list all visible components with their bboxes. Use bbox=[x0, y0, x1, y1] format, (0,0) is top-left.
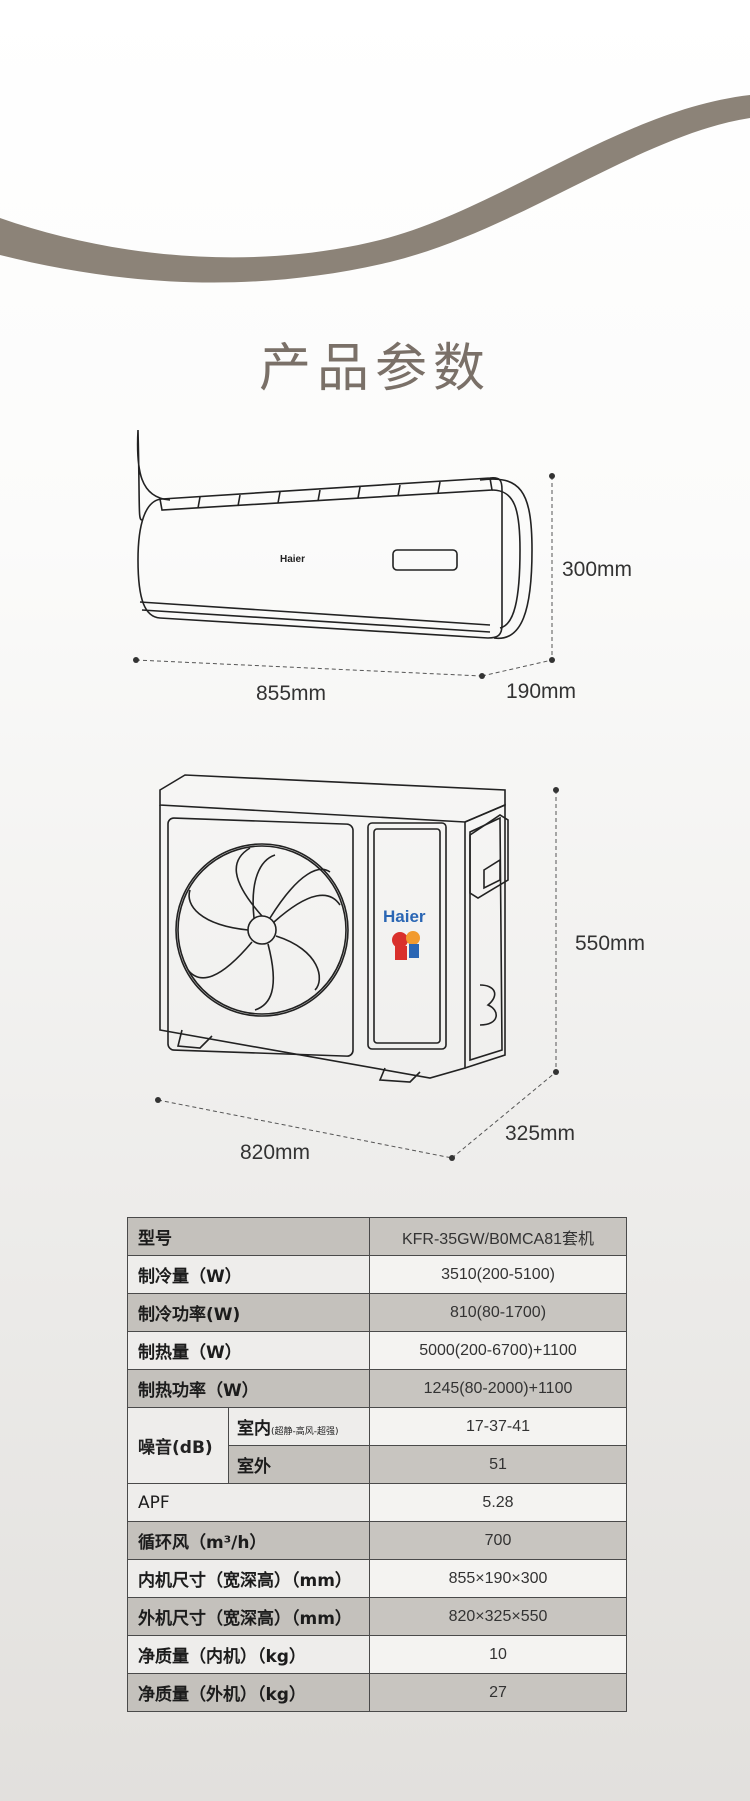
table-row: 型号 KFR-35GW/B0MCA81套机 bbox=[127, 1217, 627, 1256]
indoor-unit-drawing: Haier bbox=[133, 429, 555, 679]
spec-value-indoor-size: 855×190×300 bbox=[369, 1559, 627, 1598]
spec-label-noise: 噪音(dB) bbox=[127, 1407, 229, 1484]
spec-label-apf: APF bbox=[127, 1483, 370, 1522]
spec-value-heating-power: 1245(80-2000)+1100 bbox=[369, 1369, 627, 1408]
indoor-width-dim: 855mm bbox=[256, 682, 327, 705]
outdoor-depth-dim: 325mm bbox=[505, 1122, 576, 1145]
spec-value-indoor-weight: 10 bbox=[369, 1635, 627, 1674]
spec-value-noise-indoor: 17-37-41 bbox=[369, 1407, 627, 1446]
spec-label-indoor-weight: 净质量（内机）（kg） bbox=[127, 1635, 370, 1674]
spec-label-heating-power: 制热功率（W） bbox=[127, 1369, 370, 1408]
noise-indoor-label: 室内 bbox=[237, 1419, 271, 1439]
spec-label-cooling-power: 制冷功率(W) bbox=[127, 1293, 370, 1332]
table-row: 制冷量（W） 3510(200-5100) bbox=[127, 1255, 627, 1294]
mascot-icon bbox=[392, 931, 420, 960]
spec-label-airflow: 循环风（m³/h） bbox=[127, 1521, 370, 1560]
spec-table: 型号 KFR-35GW/B0MCA81套机 制冷量（W） 3510(200-51… bbox=[127, 1217, 627, 1712]
spec-label-model: 型号 bbox=[127, 1217, 370, 1256]
outdoor-height-dim: 550mm bbox=[575, 932, 646, 955]
spec-label-noise-outdoor: 室外 bbox=[228, 1445, 370, 1484]
spec-value-heating: 5000(200-6700)+1100 bbox=[369, 1331, 627, 1370]
spec-label-heating: 制热量（W） bbox=[127, 1331, 370, 1370]
page-title: 产品参数 bbox=[258, 339, 491, 399]
indoor-depth-dim: 190mm bbox=[506, 680, 577, 703]
table-row: 室外 51 bbox=[128, 1445, 627, 1484]
table-row: 内机尺寸（宽深高）（mm） 855×190×300 bbox=[127, 1559, 627, 1598]
spec-value-outdoor-size: 820×325×550 bbox=[369, 1597, 627, 1636]
table-row: 噪音(dB) 室内(超静-高风-超强) 17-37-41 bbox=[127, 1407, 627, 1484]
spec-label-outdoor-size: 外机尺寸（宽深高）（mm） bbox=[127, 1597, 370, 1636]
spec-label-indoor-size: 内机尺寸（宽深高）（mm） bbox=[127, 1559, 370, 1598]
outdoor-brand-logo: Haier bbox=[383, 907, 426, 926]
table-row: 循环风（m³/h） 700 bbox=[127, 1521, 627, 1560]
header-wave bbox=[0, 95, 750, 283]
spec-value-noise-outdoor: 51 bbox=[369, 1445, 627, 1484]
spec-value-outdoor-weight: 27 bbox=[369, 1673, 627, 1712]
table-row: 制热功率（W） 1245(80-2000)+1100 bbox=[127, 1369, 627, 1408]
spec-value-model: KFR-35GW/B0MCA81套机 bbox=[369, 1217, 627, 1256]
outdoor-width-dim: 820mm bbox=[240, 1141, 311, 1164]
indoor-brand-logo: Haier bbox=[280, 554, 305, 565]
spec-label-noise-indoor: 室内(超静-高风-超强) bbox=[228, 1407, 370, 1446]
table-row: APF 5.28 bbox=[127, 1483, 627, 1522]
table-row: 净质量（内机）（kg） 10 bbox=[127, 1635, 627, 1674]
spec-value-cooling: 3510(200-5100) bbox=[369, 1255, 627, 1294]
spec-label-cooling: 制冷量（W） bbox=[127, 1255, 370, 1294]
outdoor-unit-drawing: Haier bbox=[155, 774, 559, 1161]
table-row: 制冷功率(W) 810(80-1700) bbox=[127, 1293, 627, 1332]
noise-indoor-note: (超静-高风-超强) bbox=[271, 1427, 339, 1437]
table-row: 制热量（W） 5000(200-6700)+1100 bbox=[127, 1331, 627, 1370]
table-row: 外机尺寸（宽深高）（mm） 820×325×550 bbox=[127, 1597, 627, 1636]
spec-value-airflow: 700 bbox=[369, 1521, 627, 1560]
spec-value-apf: 5.28 bbox=[369, 1483, 627, 1522]
table-row: 净质量（外机）（kg） 27 bbox=[127, 1673, 627, 1712]
spec-label-outdoor-weight: 净质量（外机）（kg） bbox=[127, 1673, 370, 1712]
spec-value-cooling-power: 810(80-1700) bbox=[369, 1293, 627, 1332]
indoor-height-dim: 300mm bbox=[562, 558, 633, 581]
